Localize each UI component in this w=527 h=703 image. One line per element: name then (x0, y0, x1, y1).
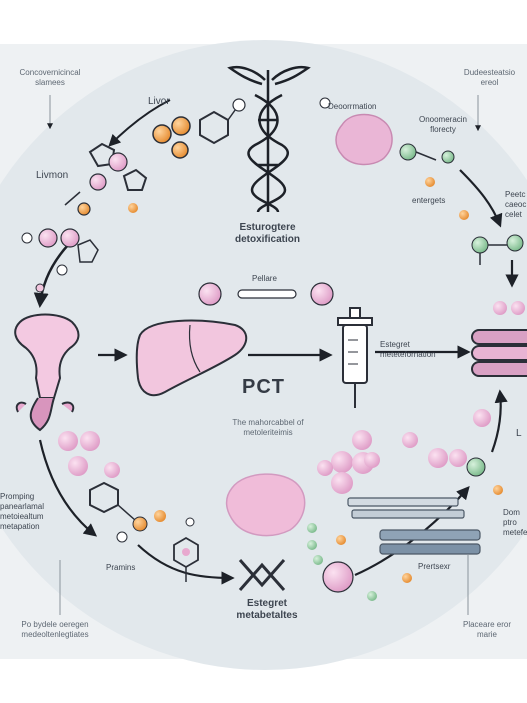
liver-top-label: Livor (148, 96, 170, 107)
liver-icon (135, 319, 248, 397)
estegret-metafo-label: Estegret metetefornation (380, 340, 436, 359)
pellare-label: Pellare (252, 274, 277, 283)
livmon-label: Livmon (36, 170, 69, 181)
organ-icon-left (14, 313, 80, 432)
pramins-label: Pramins (106, 563, 136, 572)
cycle-arrow-top-left (108, 99, 171, 147)
green-molecule-top (319, 97, 455, 187)
footer-right-note: Placeare eror marie (462, 620, 512, 639)
footer-left-note: Po bydele oeregen medeoltenlegtiates (21, 620, 89, 639)
liver-molecule-cluster (64, 98, 246, 216)
syringe-icon (337, 307, 373, 408)
desorrmation-label: Deoorrmation (328, 102, 377, 111)
estegret-metabol-label: Estegret metabetaltes (236, 598, 298, 621)
pellare-molecule (198, 282, 334, 306)
crossed-molecule-icon (238, 559, 286, 591)
right-edge-L: L (516, 428, 522, 439)
bottom-ring-molecule (173, 536, 199, 582)
bottom-left-molecule (89, 481, 195, 543)
cell-blob-bottom (225, 473, 306, 537)
prertsexr-label: Prertsexr (418, 562, 451, 571)
left-ring-molecule (21, 228, 99, 276)
right-edge-label: Peetc caeoc celet (505, 190, 527, 219)
cycle-arrow-top-right (459, 169, 503, 228)
mahorc-caption: The mahorcabbel of metoleriteimis (232, 418, 304, 437)
green-molecule-right (459, 210, 524, 265)
pct-label: PCT (242, 376, 285, 398)
cycle-arrow-right-up (490, 389, 508, 453)
pink-cluster-center (317, 409, 491, 494)
cycle-arrow-left-top (33, 244, 69, 308)
top-right-note: Dudeesteatsio ereol (463, 68, 516, 87)
top-left-note: Concovernicincal slamees (19, 68, 81, 87)
metabolite-bar-stack (347, 497, 481, 555)
dna-caduceus-icon (227, 65, 311, 213)
entergets-label: entergets (412, 196, 446, 205)
center-title: Esturogtere detoxification (234, 222, 300, 245)
cell-cluster-top (335, 113, 393, 166)
left-bottom-text: Promping panearlamal metoiealtum metapat… (0, 492, 45, 531)
central-cell (322, 561, 354, 593)
cycle-arrow-left-bottom (38, 439, 98, 537)
right-bottom-text: Dom ptro metefe (503, 508, 527, 537)
pink-cluster-left (58, 431, 120, 478)
metabolite-capsule-stack (471, 329, 527, 377)
oncomeracin-label: Onoomeracin florecty (418, 115, 468, 134)
cycle-arrow-bottom (137, 544, 235, 585)
